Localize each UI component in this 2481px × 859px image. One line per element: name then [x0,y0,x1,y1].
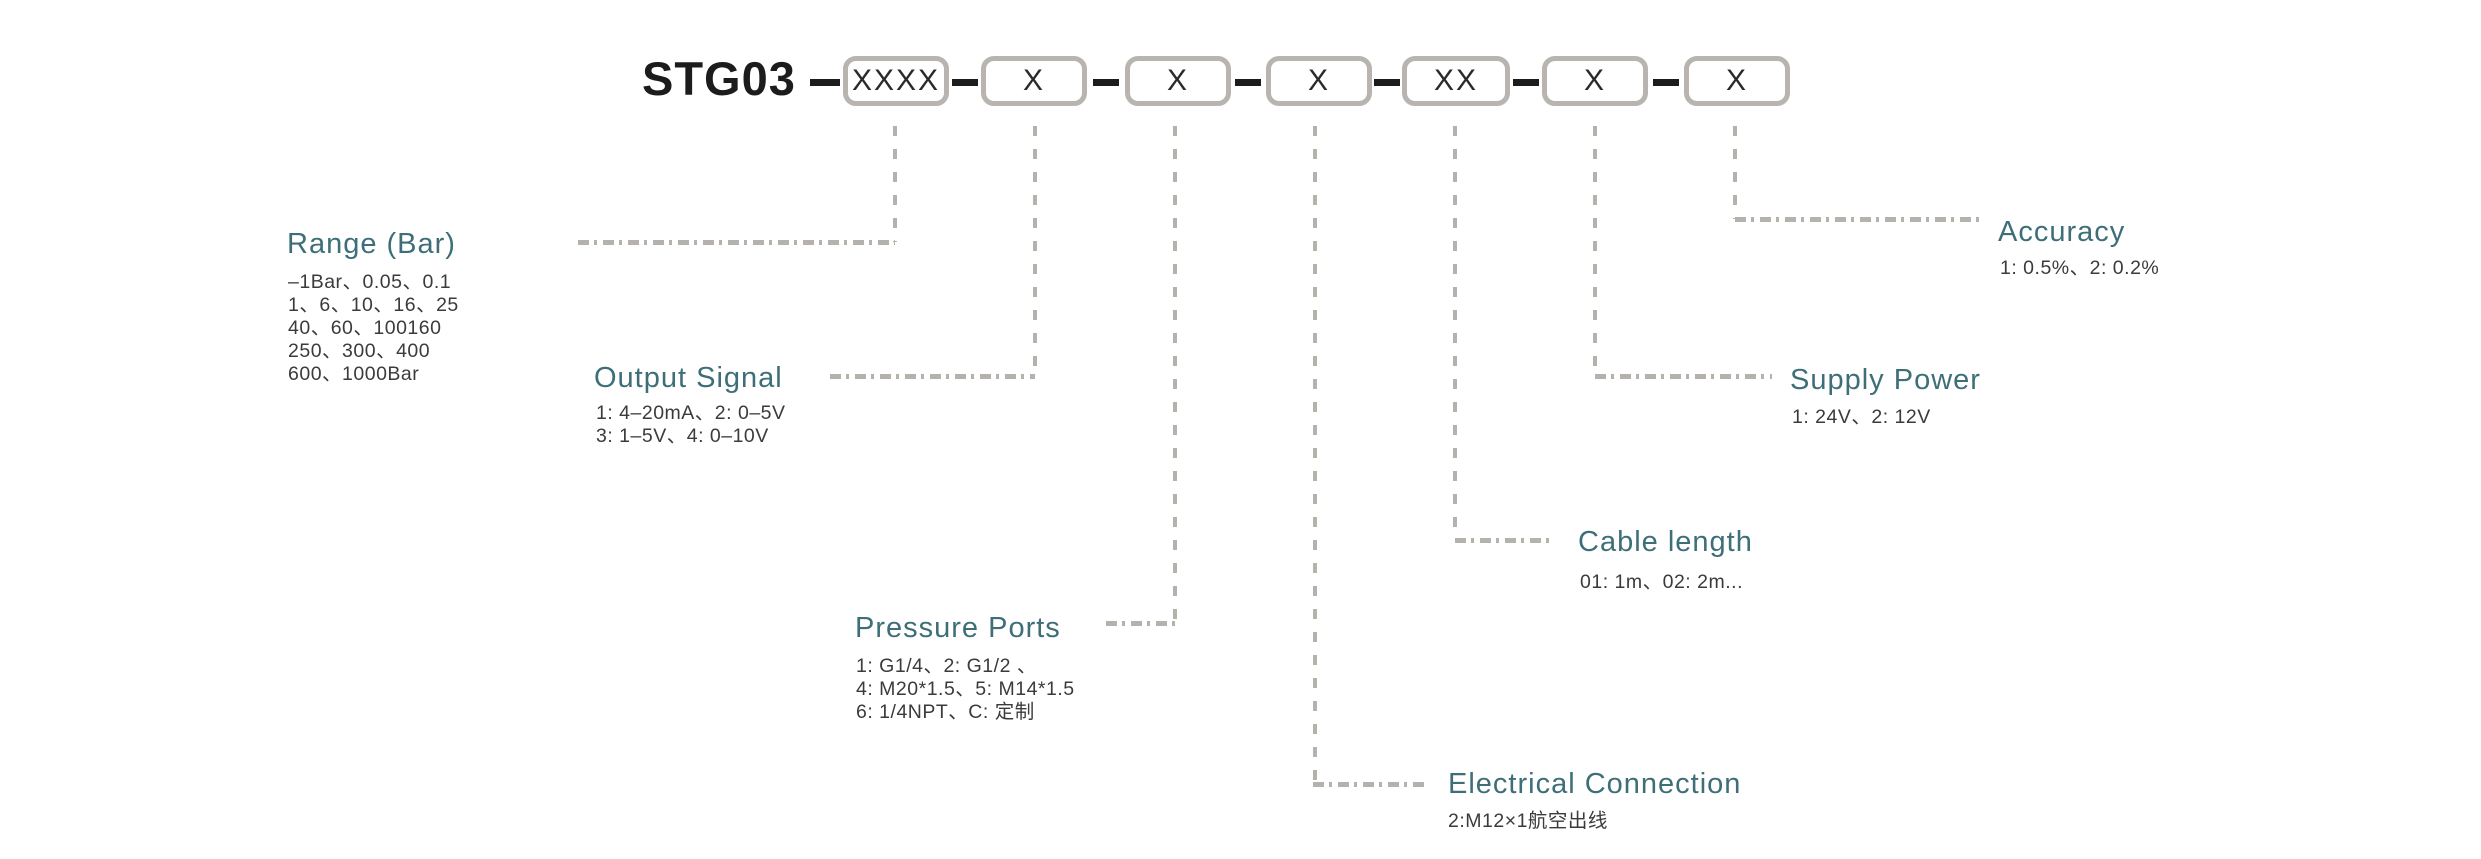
code-box-label: X [1307,64,1330,97]
field-heading-cable-length: Cable length [1578,526,1753,558]
leader-line-electrical-connection-horizontal [1313,782,1424,787]
code-box-output-signal: X [981,56,1087,106]
field-heading-electrical-connection: Electrical Connection [1448,768,1742,800]
field-detail-line: 3: 1–5V、4: 0–10V [596,425,769,447]
leader-line-supply-power-horizontal [1595,374,1772,379]
code-box-pressure-ports: X [1125,56,1231,106]
field-details-pressure-ports: 1: G1/4、2: G1/2 、 4: M20*1.5、5: M14*1.5 … [856,655,1075,724]
leader-line-supply-power [1593,126,1597,376]
leader-line-accuracy-horizontal [1735,217,1984,222]
box-separator-dash [1653,79,1679,86]
box-separator-dash [1374,79,1400,86]
field-details-output-signal: 1: 4–20mA、2: 0–5V 3: 1–5V、4: 0–10V [596,402,786,448]
code-box-label: X [1725,64,1748,97]
field-detail-line: 1: 0.5%、2: 0.2% [2000,257,2160,279]
code-box-supply-power: X [1542,56,1648,106]
field-detail-line: 1、6、10、16、25 [288,294,459,316]
box-separator-dash [952,79,978,86]
box-separator-dash [1235,79,1261,86]
code-box-label: XXXX [851,64,941,97]
leader-line-output-signal [1033,126,1037,376]
field-heading-supply-power: Supply Power [1790,364,1981,396]
model-number: STG03 [642,52,796,105]
code-box-range: XXXX [843,56,949,106]
field-detail-line: 6: 1/4NPT、C: 定制 [856,701,1035,723]
leader-line-cable-length-horizontal [1455,538,1554,543]
leader-line-range [893,126,897,242]
field-heading-range: Range (Bar) [287,228,456,260]
title-dash [810,79,840,86]
code-box-accuracy: X [1684,56,1790,106]
code-box-cable-length: XX [1402,56,1510,106]
field-details-electrical-connection: 2:M12×1航空出线 [1448,810,1608,833]
field-detail-line: 2:M12×1航空出线 [1448,810,1608,832]
field-detail-line: 1: G1/4、2: G1/2 、 [856,655,1037,677]
code-box-electrical-connection: X [1266,56,1372,106]
leader-line-accuracy [1733,126,1737,219]
code-box-label: X [1022,64,1045,97]
leader-line-electrical-connection [1313,126,1317,784]
field-detail-line: 250、300、400 [288,340,431,362]
leader-line-pressure-ports-horizontal [1106,621,1177,626]
field-detail-line: 4: M20*1.5、5: M14*1.5 [856,678,1075,700]
field-heading-accuracy: Accuracy [1998,216,2126,248]
field-heading-pressure-ports: Pressure Ports [855,612,1061,644]
field-detail-line: 1: 24V、2: 12V [1792,406,1931,428]
field-details-accuracy: 1: 0.5%、2: 0.2% [2000,257,2159,280]
field-heading-output-signal: Output Signal [594,362,783,394]
box-separator-dash [1513,79,1539,86]
leader-line-cable-length [1453,126,1457,540]
field-detail-line: 600、1000Bar [288,363,420,385]
field-detail-line: 01: 1m、02: 2m... [1580,571,1743,593]
leader-line-output-signal-horizontal [830,374,1035,379]
leader-line-range-horizontal [578,240,895,245]
field-details-supply-power: 1: 24V、2: 12V [1792,406,1931,429]
box-separator-dash [1093,79,1119,86]
code-box-label: XX [1433,64,1479,97]
code-box-label: X [1166,64,1189,97]
field-detail-line: 40、60、100160 [288,317,442,339]
leader-line-pressure-ports [1173,126,1177,623]
field-details-cable-length: 01: 1m、02: 2m... [1580,571,1743,594]
code-box-label: X [1583,64,1606,97]
field-detail-line: –1Bar、0.05、0.1 [288,271,452,293]
field-details-range: –1Bar、0.05、0.1 1、6、10、16、25 40、60、100160… [288,271,459,386]
field-detail-line: 1: 4–20mA、2: 0–5V [596,402,786,424]
